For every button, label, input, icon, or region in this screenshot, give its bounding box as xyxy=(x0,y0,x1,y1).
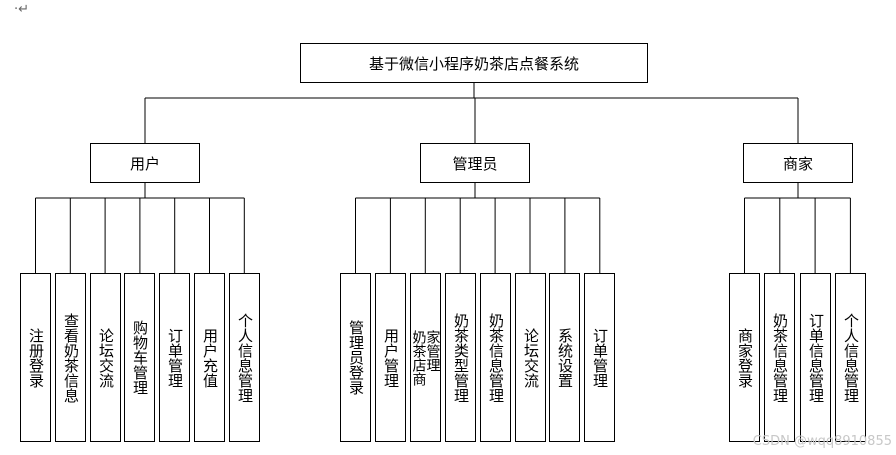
function-label: 奶茶店商家管理 xyxy=(410,329,441,386)
root-node: 基于微信小程序奶茶店点餐系统 xyxy=(300,43,648,83)
function-node: 订单管理 xyxy=(584,273,615,442)
function-node: 奶茶信息管理 xyxy=(480,273,511,442)
function-node: 购物车管理 xyxy=(124,273,155,442)
function-label: 奶茶信息管理 xyxy=(771,312,789,403)
function-node: 论坛交流 xyxy=(515,273,546,442)
function-label: 注册登录 xyxy=(27,327,45,388)
function-label: 用户管理 xyxy=(382,327,400,388)
function-node: 奶茶类型管理 xyxy=(445,273,476,442)
function-label: 奶茶类型管理 xyxy=(452,312,470,403)
function-node: 论坛交流 xyxy=(90,273,121,442)
function-label: 订单信息管理 xyxy=(807,312,825,403)
function-node: 个人信息管理 xyxy=(835,273,866,442)
branch-label: 管理员 xyxy=(452,154,498,173)
function-label: 订单管理 xyxy=(591,327,609,388)
function-node: 奶茶信息管理 xyxy=(764,273,795,442)
branch-label: 用户 xyxy=(129,154,160,173)
function-node: 奶茶店商家管理 xyxy=(410,273,441,442)
function-label: 购物车管理 xyxy=(131,320,149,395)
function-label: 订单管理 xyxy=(166,327,184,388)
branch-node: 用户 xyxy=(90,143,200,183)
function-label-column: 奶茶店商 xyxy=(410,329,427,386)
function-label: 管理员登录 xyxy=(347,320,365,395)
function-label: 查看奶茶信息 xyxy=(62,312,80,403)
function-node: 用户充值 xyxy=(194,273,225,442)
function-node: 订单信息管理 xyxy=(800,273,831,442)
watermark: CSDN @wqq8910855 xyxy=(752,434,892,449)
branch-label: 商家 xyxy=(782,154,813,173)
function-node: 系统设置 xyxy=(549,273,580,442)
function-node: 管理员登录 xyxy=(340,273,371,442)
function-label: 用户充值 xyxy=(201,327,219,388)
function-label: 系统设置 xyxy=(556,327,574,388)
function-node: 查看奶茶信息 xyxy=(55,273,86,442)
function-node: 注册登录 xyxy=(20,273,51,442)
branch-node: 商家 xyxy=(743,143,853,183)
function-node: 订单管理 xyxy=(159,273,190,442)
function-node: 用户管理 xyxy=(375,273,406,442)
root-label: 基于微信小程序奶茶店点餐系统 xyxy=(368,54,579,73)
function-label: 奶茶信息管理 xyxy=(487,312,505,403)
function-label: 个人信息管理 xyxy=(236,312,254,403)
branch-node: 管理员 xyxy=(420,143,530,183)
function-node: 商家登录 xyxy=(729,273,760,442)
function-label: 商家登录 xyxy=(736,327,754,388)
function-label: 论坛交流 xyxy=(522,327,540,388)
function-label: 论坛交流 xyxy=(97,327,115,388)
function-label: 个人信息管理 xyxy=(842,312,860,403)
function-label-column: 家管理 xyxy=(424,329,441,372)
paragraph-mark: ·↵ xyxy=(14,2,30,17)
function-node: 个人信息管理 xyxy=(229,273,260,442)
